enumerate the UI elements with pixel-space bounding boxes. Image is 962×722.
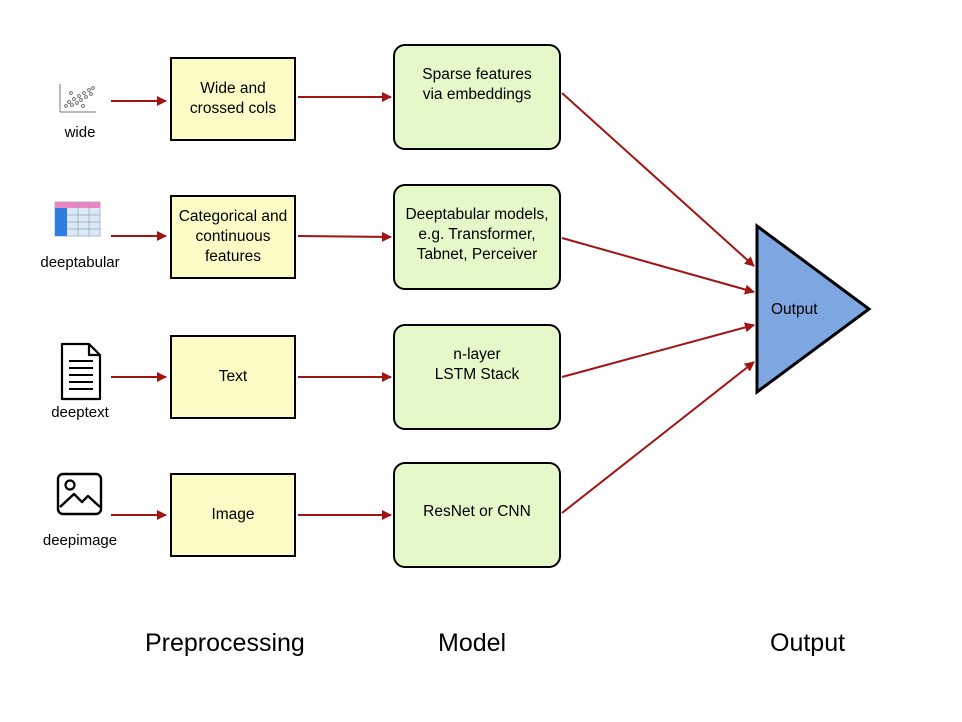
- footer-label-preprocessing: Preprocessing: [145, 629, 305, 657]
- model-box-wide: Sparse features via embeddings: [393, 44, 561, 150]
- output-triangle: [755, 223, 872, 395]
- prep-box-deepimage: Image: [170, 473, 296, 557]
- arrow-model-wide-to-output: [561, 92, 755, 267]
- arrow-model-image-to-output: [561, 361, 755, 514]
- arrow-model-tabular-to-output: [561, 237, 755, 295]
- input-label-wide: wide: [64, 124, 96, 141]
- prep-box-wide: Wide and crossed cols: [170, 57, 296, 141]
- image-icon: [56, 472, 103, 516]
- arrow-model-text-to-output: [561, 322, 755, 378]
- input-label-deepimage: deepimage: [42, 532, 118, 549]
- scatter-plot-icon: [59, 84, 96, 113]
- model-box-deeptext: n-layer LSTM Stack: [393, 324, 561, 430]
- model-box-deepimage: ResNet or CNN: [393, 462, 561, 568]
- prep-box-deeptext: Text: [170, 335, 296, 419]
- model-box-deeptabular: Deeptabular models, e.g. Transformer, Ta…: [393, 184, 561, 290]
- document-icon: [60, 342, 102, 401]
- prep-box-deeptabular: Categorical and continuous features: [170, 195, 296, 279]
- footer-label-model: Model: [438, 629, 507, 657]
- table-icon: [54, 201, 101, 237]
- arrow-prep-tabular-to-model: [297, 231, 392, 242]
- input-label-deeptabular: deeptabular: [40, 254, 120, 271]
- footer-label-output: Output: [770, 629, 846, 657]
- input-label-deeptext: deeptext: [51, 404, 109, 421]
- output-node-label: Output: [771, 301, 818, 318]
